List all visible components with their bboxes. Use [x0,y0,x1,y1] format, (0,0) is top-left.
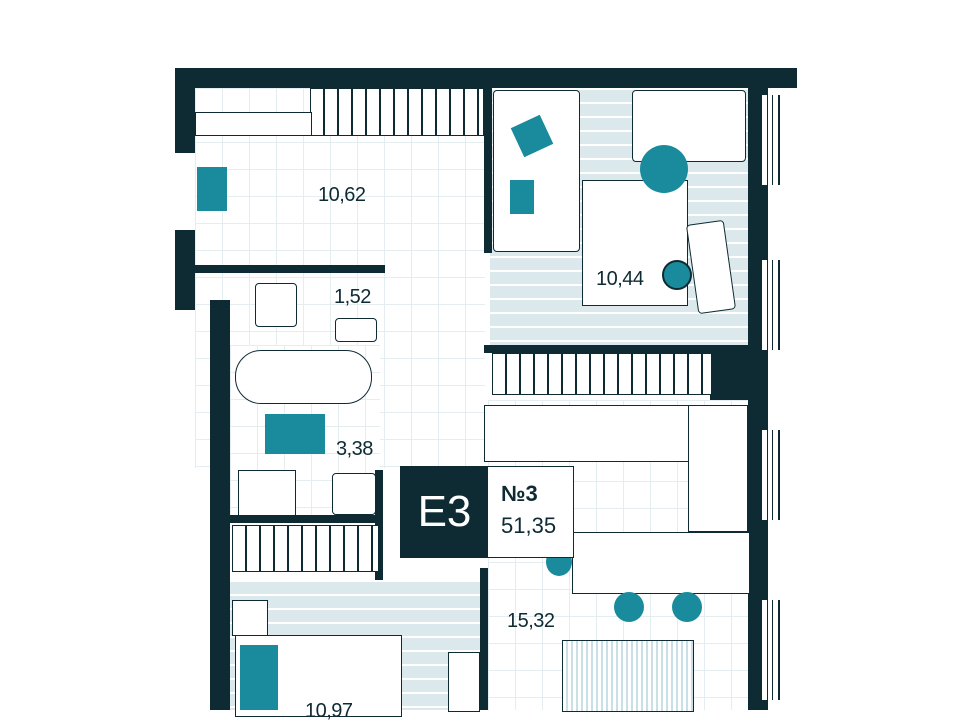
toilet-area: 1,52 [334,286,371,308]
window [760,260,780,350]
window [760,600,780,700]
tv-stand [448,652,480,712]
apartment-label: E3 №3 51,35 [400,466,574,558]
chair [640,145,688,193]
bedside-table [232,600,268,636]
wall-center-upper [484,88,492,253]
wall-bath-divider [230,515,380,523]
sink [335,318,377,342]
wardrobe [492,353,712,395]
wall-bath-right [375,470,383,580]
section-code: E3 [401,467,488,557]
wall-left-upper [175,68,195,153]
wall-right [748,68,768,710]
wall-center-mid [484,345,749,353]
bathtub [235,350,372,404]
wardrobe [232,525,379,572]
toilet [255,283,297,327]
bedroom-top-area: 10,44 [596,268,644,290]
wardrobe [310,88,484,136]
kitchen-counter-side [688,405,748,532]
apartment-number: №3 [501,481,538,506]
window [760,95,780,185]
kitchen-living-area: 15,32 [507,610,555,632]
window [760,430,780,520]
bathroom-area: 3,38 [336,438,373,460]
living-rug [562,640,694,712]
hallway-area: 10,62 [318,184,366,206]
dining-table [572,532,750,594]
wall-top [175,68,797,88]
cushion [510,180,534,214]
sofa [493,90,580,252]
shelf [195,112,312,136]
pillow [240,645,278,710]
dining-chair [672,592,702,622]
bedroom-bottom-area: 10,97 [305,700,353,722]
stool [662,260,692,290]
bathroom-sink [332,473,376,515]
bath-mat [265,414,325,454]
wall-left-lower [210,300,230,710]
washing-machine [238,470,296,516]
hallway-pouf [197,167,227,211]
wall-bedroom-right [480,568,488,710]
total-area: 51,35 [501,513,557,538]
wall-kitchen-top [710,345,750,400]
wall-left-mid [175,230,195,310]
wall-toilet-top [195,265,385,273]
dining-chair [614,592,644,622]
